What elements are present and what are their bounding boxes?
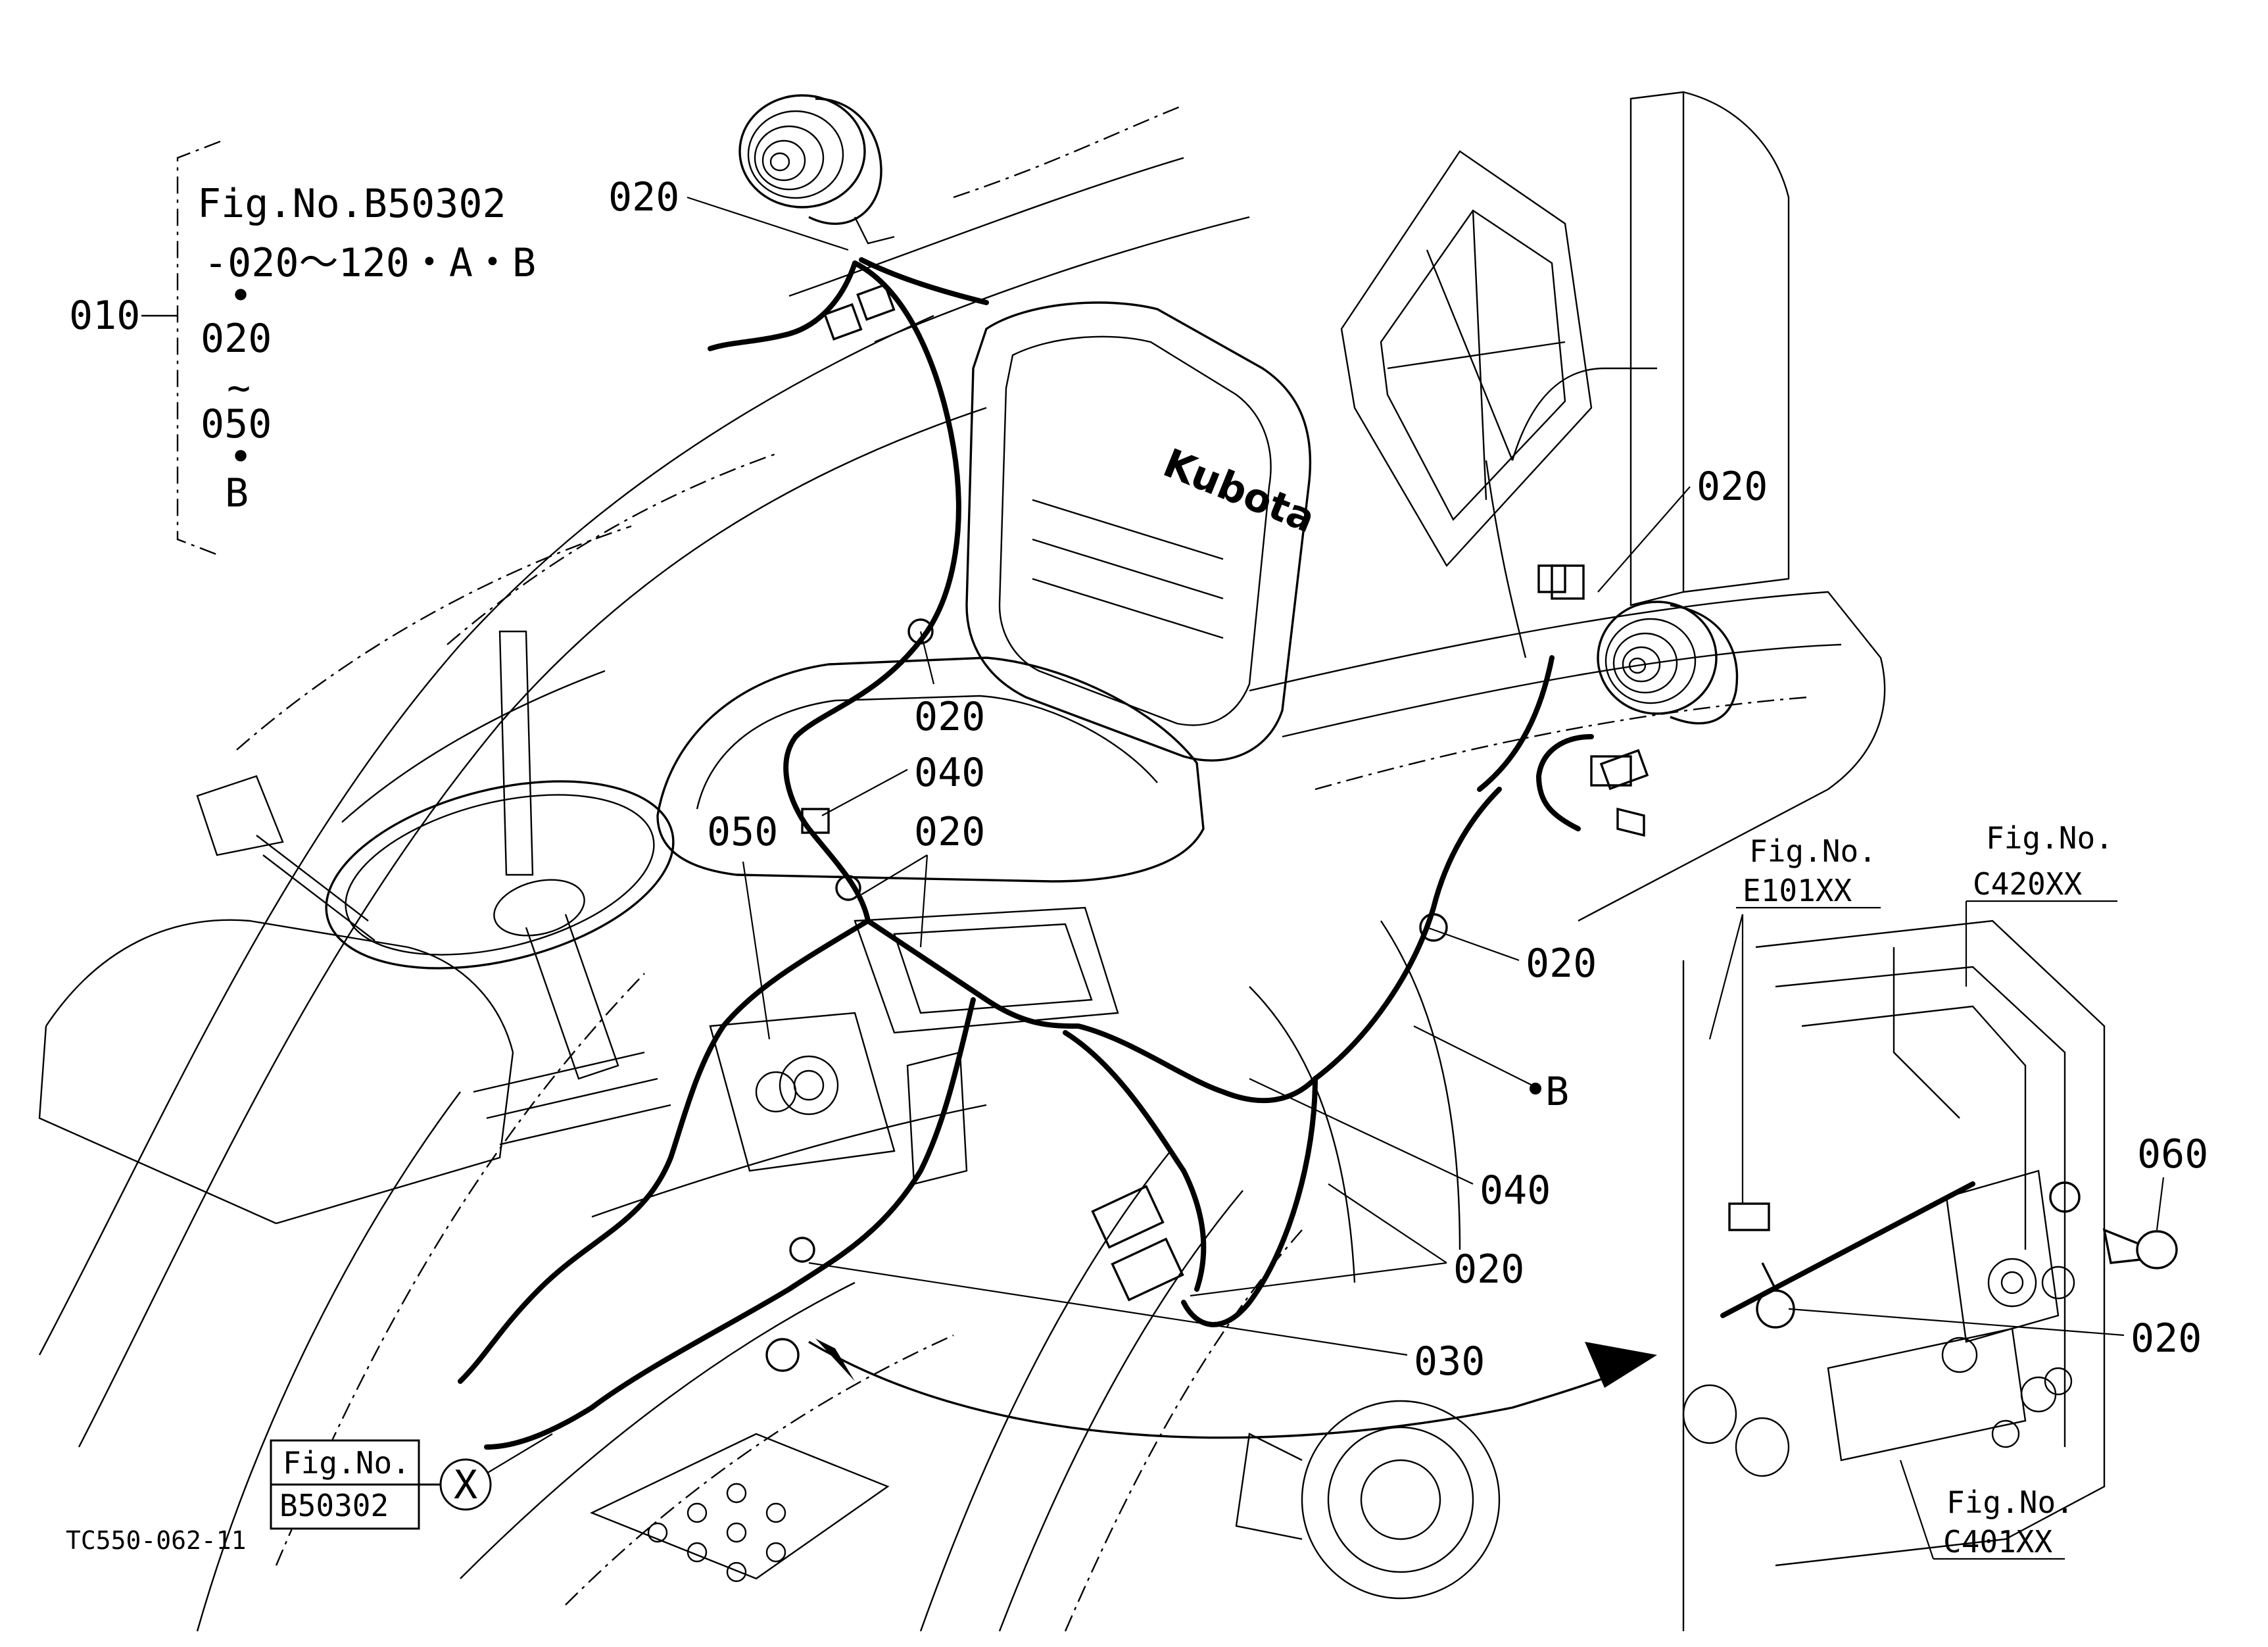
right-connector xyxy=(1551,564,1645,837)
callout-020-mid: 020 xyxy=(914,809,985,855)
fig-e101-label-2: E101XX xyxy=(1743,873,1852,908)
b-marker-dot xyxy=(1530,1083,1541,1094)
callout-020-right: 020 xyxy=(1526,941,1597,987)
x-marker: X xyxy=(454,1462,477,1508)
fig-ref-b50302: Fig.No.B50302 xyxy=(197,181,506,227)
range-text: -020～120・A・B xyxy=(204,240,536,286)
seat-brand-logo: Kubota xyxy=(1157,440,1321,542)
fig-e101-label-1: Fig.No. xyxy=(1749,833,1877,869)
leader-lines xyxy=(141,140,2165,1560)
title-block: 010 Fig.No.B50302 -020～120・A・B • 020 ~ 0… xyxy=(69,181,536,516)
fig-ref-box-b50302[interactable]: Fig.No. B50302 X xyxy=(270,1439,492,1530)
callout-040-upper: 040 xyxy=(914,750,985,796)
steering-wheel xyxy=(196,630,675,1146)
dot-1: • xyxy=(229,273,253,319)
detail-view xyxy=(808,920,2178,1631)
tilde: ~ xyxy=(227,365,251,411)
fig-c401-label-2: C401XX xyxy=(1943,1524,2052,1560)
work-lamp-right xyxy=(1597,601,1739,725)
operator-seat xyxy=(656,301,1312,1185)
callout-030: 030 xyxy=(1414,1339,1485,1385)
item-020: 020 xyxy=(201,316,272,362)
item-b: B xyxy=(225,470,249,516)
fig-b50302-label-2: B50302 xyxy=(279,1488,389,1523)
detail-arrow-line xyxy=(808,1340,1645,1439)
work-lamp-left xyxy=(738,94,895,245)
item-050: 050 xyxy=(201,401,272,447)
callout-050: 050 xyxy=(707,809,778,855)
fig-b50302-label-1: Fig.No. xyxy=(283,1445,410,1481)
fig-c420-label-1: Fig.No. xyxy=(1986,820,2113,856)
callout-010: 010 xyxy=(69,293,140,339)
callout-020-seat: 020 xyxy=(914,694,985,740)
callout-040-lower: 040 xyxy=(1480,1168,1551,1214)
callout-b: B xyxy=(1545,1069,1569,1115)
fig-references: Fig.No. E101XX Fig.No. C420XX Fig.No. C4… xyxy=(1743,820,2113,1560)
drawing-code: TC550-062-11 xyxy=(66,1526,247,1555)
detail-arrow-head xyxy=(1585,1342,1657,1388)
callout-020-lower: 020 xyxy=(1453,1246,1524,1292)
x-marker-circle xyxy=(439,1458,492,1511)
wiring-harness xyxy=(458,257,1975,1450)
fig-c420-label-2: C420XX xyxy=(1973,866,2082,902)
tractor-body-outline xyxy=(38,91,1886,1632)
callout-labels: 020 020 020 040 050 020 020 B 040 020 03… xyxy=(608,174,2208,1385)
callout-020-top: 020 xyxy=(608,174,679,220)
fig-c401-label-1: Fig.No. xyxy=(1946,1485,2074,1520)
callout-020-detail: 020 xyxy=(2131,1315,2202,1362)
callout-060: 060 xyxy=(2137,1131,2208,1177)
bolt-060 xyxy=(2049,1181,2178,1269)
dot-2: • xyxy=(229,434,253,480)
callout-020-right-lamp: 020 xyxy=(1697,464,1768,510)
